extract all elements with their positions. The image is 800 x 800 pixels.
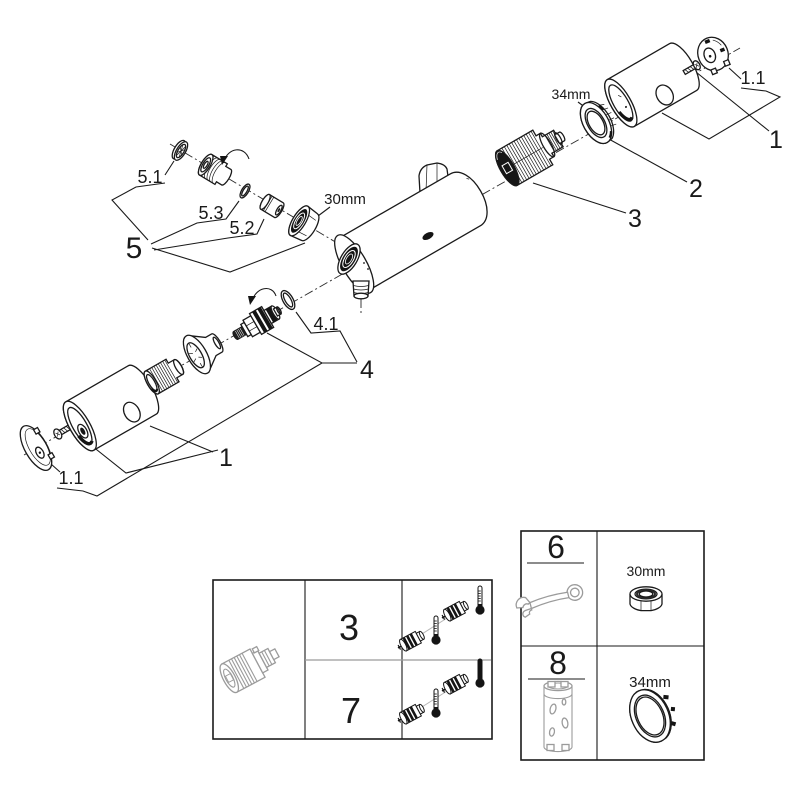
label-valve-oring: 4.1 xyxy=(313,314,338,334)
inlet-branch-axis xyxy=(169,143,355,254)
thermostat-cartridge xyxy=(494,129,566,187)
rotate-arrow-inlet xyxy=(220,149,250,165)
label-cap-top: 1.1 xyxy=(740,68,765,88)
tool-size-label: 34mm xyxy=(629,674,671,691)
thermometer-icon xyxy=(430,688,442,719)
valve-o-ring xyxy=(280,289,296,311)
handle-cap-top xyxy=(697,36,731,76)
filter-screen xyxy=(171,139,189,161)
handle-screw-top xyxy=(682,60,701,76)
label-valve: 4 xyxy=(360,356,374,384)
body-mark-dot xyxy=(367,268,369,270)
rotate-arrow-valve xyxy=(248,288,277,305)
cartridge-icon xyxy=(394,701,428,728)
label-check-valve: 5.2 xyxy=(229,218,254,238)
body-inlet-port xyxy=(337,243,361,275)
nut-30mm-icon xyxy=(629,586,663,612)
label-nut-size: 30mm xyxy=(324,191,366,208)
tool-item-number: 6 xyxy=(547,529,565,565)
threaded-ring-34mm xyxy=(579,100,617,145)
variant-table: 3 7 xyxy=(212,579,493,740)
handle-adapter-knurled xyxy=(143,358,185,395)
label-inlet-oring: 5.3 xyxy=(198,203,223,223)
handle-cap-bottom xyxy=(19,425,56,471)
variant-row-number: 7 xyxy=(341,690,361,731)
label-cap-bottom: 1.1 xyxy=(58,468,83,488)
leader-lines xyxy=(50,67,782,497)
thermometer-icon xyxy=(474,585,486,616)
mixer-body xyxy=(334,171,488,294)
check-valve-housing xyxy=(197,153,233,186)
ring-34mm-icon xyxy=(629,688,677,743)
label-assembly-bottom: 1 xyxy=(219,444,233,472)
label-filter: 5.1 xyxy=(137,167,162,187)
variant-row2-icons xyxy=(394,658,486,728)
inlet-o-ring xyxy=(239,183,251,199)
body-mark-dot xyxy=(363,262,365,264)
label-ring-size: 34mm xyxy=(552,86,591,102)
valve-cartridge xyxy=(232,305,282,340)
tool-size-label: 30mm xyxy=(627,563,666,579)
socket-tool-icon xyxy=(543,680,573,753)
brand-badge xyxy=(422,232,434,240)
handle-sleeve-bottom xyxy=(62,364,160,452)
variant-row-number: 3 xyxy=(339,607,359,648)
tool-item-number: 8 xyxy=(549,645,567,681)
handle-stop-flange xyxy=(182,333,224,375)
diagram-labels: 34mm 1.1 1 2 3 5.1 5.3 5.2 5 30mm 4.1 4 … xyxy=(58,68,782,488)
body-bottom-outlet xyxy=(352,280,370,300)
wrench-icon xyxy=(515,584,584,618)
cartridge-image xyxy=(219,645,280,694)
tool-table: 6 30mm 8 xyxy=(515,529,705,761)
check-valve-insert xyxy=(259,193,285,219)
thermometer-icon xyxy=(430,615,442,646)
thermometer-solid-icon xyxy=(474,658,486,689)
union-nut-30mm xyxy=(288,205,320,242)
cartridge-icon xyxy=(394,628,428,655)
label-ring: 2 xyxy=(689,175,703,203)
label-assembly-top: 1 xyxy=(769,126,783,154)
variant-row1-icons xyxy=(394,585,486,655)
label-inlet-group: 5 xyxy=(126,232,143,265)
label-cartridge: 3 xyxy=(628,205,642,233)
handle-sleeve-top xyxy=(604,42,700,128)
